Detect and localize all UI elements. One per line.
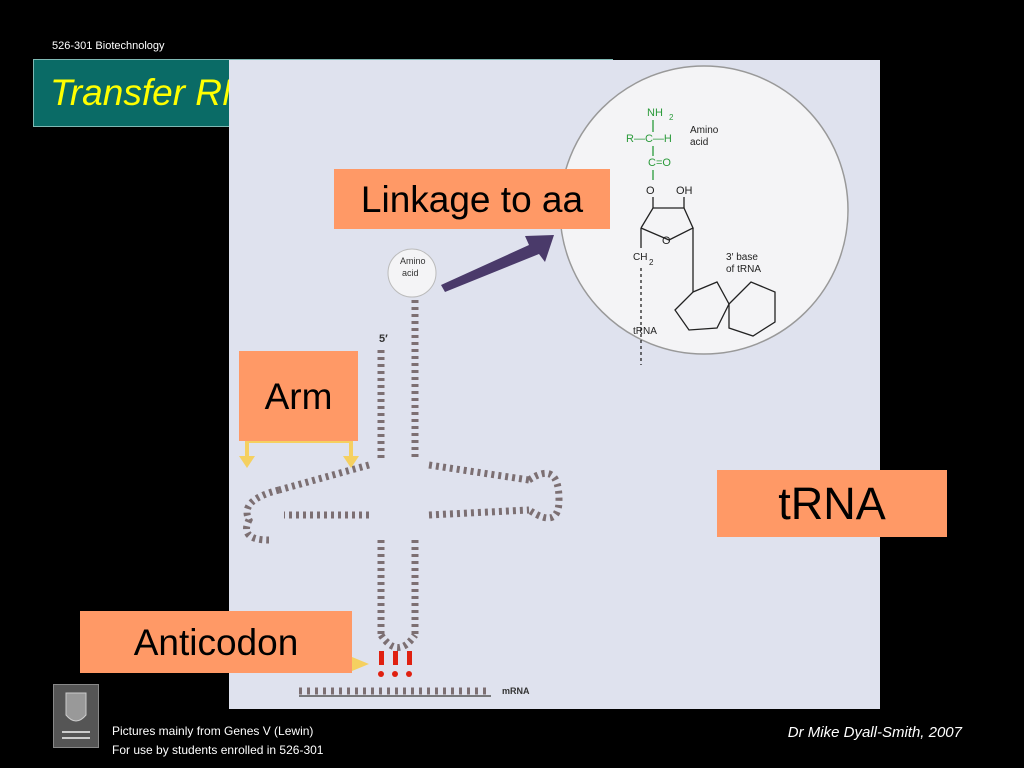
inset-ch2-sub: 2 <box>649 258 654 267</box>
inset-trna-label: tRNA <box>633 326 657 337</box>
inset-amino-label-1: Amino <box>690 125 719 136</box>
inset-oh-label: OH <box>676 185 693 197</box>
inset-amino-acid-structure: NH 2 R—C—H C=O <box>626 107 674 169</box>
trna-cloverleaf <box>243 300 563 695</box>
inset-amino-label-2: acid <box>690 137 708 148</box>
inset-co-label: C=O <box>648 157 671 169</box>
anticodon-label: Anticodon <box>80 611 352 673</box>
five-prime-label: 5′ <box>379 333 388 345</box>
inset-base-label-2: of tRNA <box>726 264 761 275</box>
inset-ring-o-label: O <box>662 235 671 247</box>
inset-base-label-1: 3′ base <box>726 252 758 263</box>
university-logo <box>53 684 99 748</box>
inset-rch-label: R—C—H <box>626 133 672 145</box>
inset-nh2-label: NH <box>647 107 663 119</box>
course-code: 526-301 Biotechnology <box>52 40 165 52</box>
amino-acid-bubble <box>387 248 437 298</box>
linkage-label: Linkage to aa <box>334 169 610 229</box>
arm-arrows <box>239 439 359 468</box>
author-credit: Dr Mike Dyall-Smith, 2007 <box>787 724 962 741</box>
footer-source: Pictures mainly from Genes V (Lewin) <box>112 724 314 738</box>
anticodon-pairing-marks <box>378 651 412 677</box>
trna-label: tRNA <box>717 470 947 537</box>
inset-nh2-sub: 2 <box>669 113 674 122</box>
bubble-label-1: Amino <box>400 256 426 266</box>
trna-diagram: NH 2 R—C—H C=O Amino acid O OH O CH 2 3′… <box>239 65 849 697</box>
mrna-label: mRNA <box>502 686 530 696</box>
anticodon-arrow <box>352 657 369 671</box>
inset-ribose-ring <box>640 197 776 337</box>
linkage-arrow <box>441 235 554 292</box>
bubble-label-2: acid <box>402 268 419 278</box>
crest-icon <box>62 692 90 739</box>
inset-o-label: O <box>646 185 655 197</box>
arm-label: Arm <box>239 351 358 441</box>
footer-usage: For use by students enrolled in 526-301 <box>112 743 324 757</box>
inset-ch2-label: CH <box>633 252 647 263</box>
